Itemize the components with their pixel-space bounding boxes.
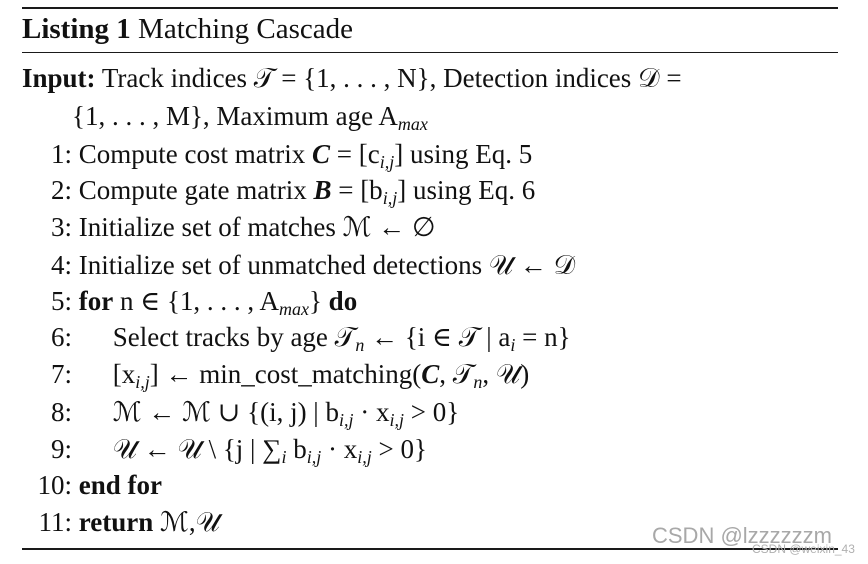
step-text: n ∈ {1, . . . , A — [113, 286, 279, 316]
keyword-do: do — [328, 286, 358, 316]
step-text: > 0} — [404, 397, 460, 427]
caption-rule — [22, 52, 838, 53]
step-body: return ℳ,𝒰 — [79, 506, 220, 538]
watermark: CSDN @lzzzzzzm — [652, 523, 832, 548]
subscript: i,j — [382, 188, 398, 208]
step-text: Compute cost matrix — [78, 139, 312, 169]
keyword-for: for — [78, 286, 114, 316]
step-text: ℳ,𝒰 — [153, 507, 220, 537]
step-4: 4: Initialize set of unmatched detection… — [22, 249, 575, 281]
step-body: for n ∈ {1, . . . , Amax} do — [78, 285, 358, 319]
step-6: 6: Select tracks by age 𝒯n ← {i ∈ 𝒯 | ai… — [22, 321, 571, 355]
input-text-2: {1, . . . , M}, Maximum age A — [72, 101, 398, 131]
watermark-small: CSDN @weixin_43 — [752, 542, 855, 556]
keyword-end-for: end for — [78, 470, 162, 500]
subscript: max — [278, 299, 309, 319]
subscript: i,j — [338, 410, 354, 430]
input-line-1: Input: Track indices 𝒯 = {1, . . . , N},… — [22, 62, 682, 94]
matrix-symbol: B — [313, 175, 332, 205]
matrix-symbol: C — [421, 359, 440, 389]
subscript: i,j — [357, 447, 372, 467]
step-text: ] using Eq. 6 — [397, 175, 536, 205]
step-text: > 0} — [371, 434, 427, 464]
keyword-return: return — [78, 507, 154, 537]
step-number: 10: — [37, 470, 72, 500]
step-body: Compute cost matrix C = [ci,j] using Eq.… — [78, 138, 533, 172]
step-text: ] ← min_cost_matching( — [149, 359, 422, 389]
step-body: 𝒰 ← 𝒰 \ {j | ∑i bi,j · xi,j > 0} — [79, 433, 427, 467]
step-text: = n} — [515, 322, 571, 352]
subscript: i,j — [135, 372, 150, 392]
listing-title: Matching Cascade — [138, 13, 354, 45]
step-number: 8: — [50, 397, 72, 427]
step-8: 8: ℳ ← ℳ ∪ {(i, j) | bi,j · xi,j > 0} — [22, 396, 460, 430]
step-text: Initialize set of matches ℳ ← ∅ — [78, 212, 436, 242]
step-text: = [b — [331, 175, 383, 205]
step-text: · x — [321, 434, 358, 464]
step-5: 5: for n ∈ {1, . . . , Amax} do — [22, 285, 358, 319]
step-9: 9: 𝒰 ← 𝒰 \ {j | ∑i bi,j · xi,j > 0} — [22, 433, 427, 467]
step-number: 11: — [38, 507, 73, 537]
bottom-rule — [22, 548, 838, 550]
step-body: [xi,j] ← min_cost_matching(C, 𝒯n, 𝒰) — [79, 358, 530, 392]
step-text: b — [286, 434, 307, 464]
step-11: 11: return ℳ,𝒰 — [22, 506, 220, 538]
input-text-1: Track indices 𝒯 = {1, . . . , N}, Detect… — [101, 63, 682, 93]
step-1: 1: Compute cost matrix C = [ci,j] using … — [22, 138, 533, 172]
subscript: i — [510, 335, 516, 355]
step-body: ℳ ← ℳ ∪ {(i, j) | bi,j · xi,j > 0} — [79, 396, 460, 430]
step-text: Compute gate matrix — [78, 175, 314, 205]
step-number: 7: — [50, 359, 72, 389]
step-text: ← {i ∈ 𝒯 | a — [364, 322, 511, 352]
input-sub: max — [397, 114, 428, 134]
step-number: 1: — [50, 139, 72, 169]
listing-label: Listing 1 — [22, 13, 131, 45]
step-number: 4: — [50, 250, 72, 280]
matrix-symbol: C — [311, 139, 330, 169]
step-number: 9: — [50, 434, 72, 464]
subscript: i,j — [389, 410, 404, 430]
listing-caption: Listing 1 Matching Cascade — [22, 12, 353, 46]
step-text: Select tracks by age 𝒯 — [112, 322, 356, 352]
step-3: 3: Initialize set of matches ℳ ← ∅ — [22, 211, 436, 243]
step-text: ℳ ← ℳ ∪ {(i, j) | b — [112, 397, 339, 427]
subscript: i,j — [306, 447, 322, 467]
step-2: 2: Compute gate matrix B = [bi,j] using … — [22, 174, 536, 208]
step-text: , 𝒯 — [439, 359, 474, 389]
step-text: 𝒰 ← 𝒰 \ {j | ∑ — [112, 434, 282, 464]
step-number: 3: — [50, 212, 72, 242]
step-number: 5: — [50, 286, 72, 316]
step-number: 6: — [50, 322, 72, 352]
subscript: n — [473, 372, 483, 392]
subscript: i,j — [379, 152, 395, 172]
top-rule — [22, 7, 838, 9]
step-number: 2: — [50, 175, 72, 205]
step-text: = [c — [329, 139, 380, 169]
step-body: Compute gate matrix B = [bi,j] using Eq.… — [78, 174, 536, 208]
step-10: 10: end for — [22, 469, 162, 501]
subscript: i — [281, 447, 287, 467]
step-7: 7: [xi,j] ← min_cost_matching(C, 𝒯n, 𝒰) — [22, 358, 530, 392]
step-text: [x — [112, 359, 136, 389]
input-label: Input: — [22, 63, 96, 93]
step-text: · x — [353, 397, 390, 427]
subscript: n — [355, 335, 365, 355]
input-line-2: {1, . . . , M}, Maximum age Amax — [72, 100, 428, 134]
step-text: ] using Eq. 5 — [394, 139, 533, 169]
step-text: } — [308, 286, 329, 316]
step-text: Initialize set of unmatched detections 𝒰… — [78, 250, 576, 280]
step-text: , 𝒰) — [482, 359, 530, 389]
step-body: Select tracks by age 𝒯n ← {i ∈ 𝒯 | ai = … — [79, 321, 571, 355]
